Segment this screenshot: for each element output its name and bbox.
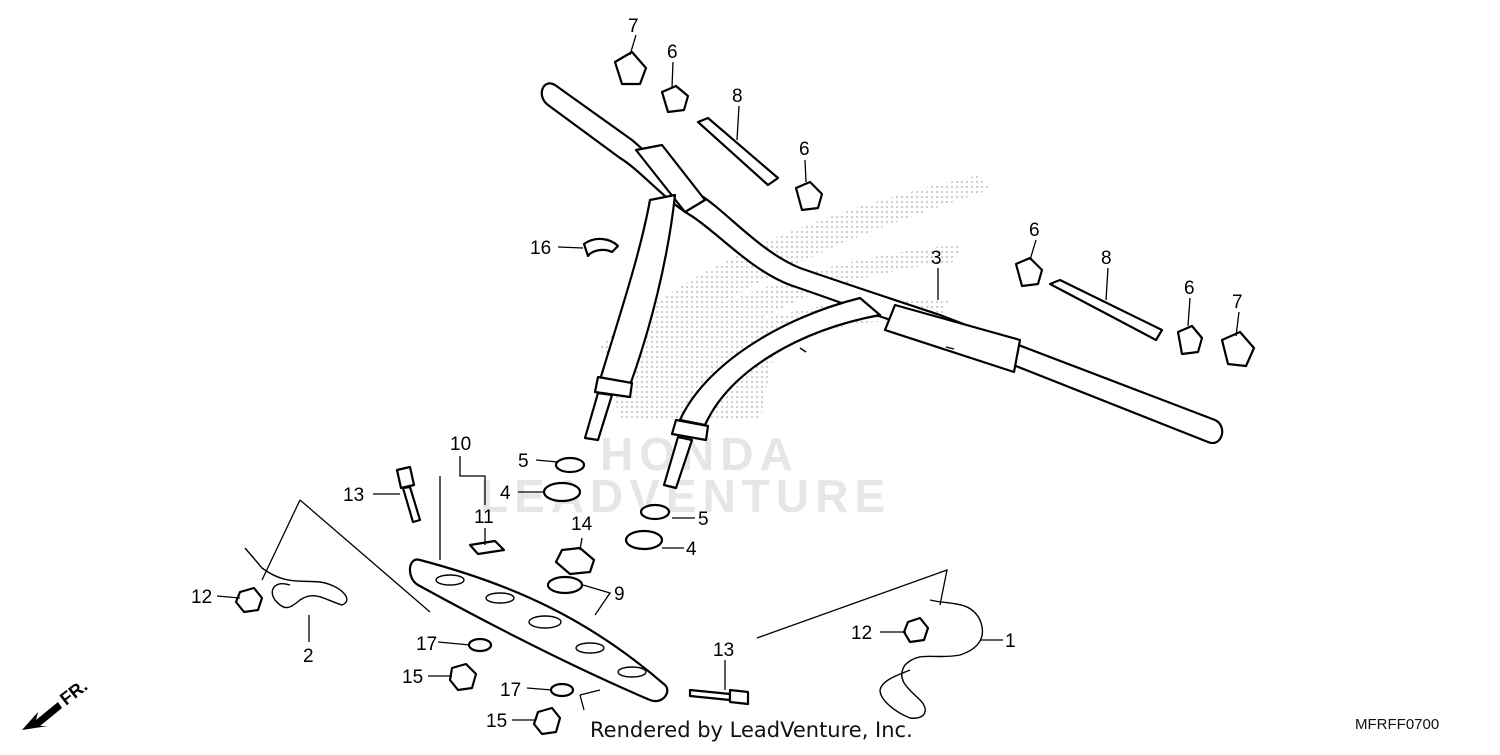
cap — [468, 539, 506, 556]
cable-clamp — [234, 547, 348, 614]
upper-holder — [408, 558, 669, 703]
callout-2: 2 — [303, 646, 314, 667]
callout-11: 11 — [474, 507, 494, 528]
callout-4: 4 — [500, 483, 511, 504]
callout-4: 4 — [686, 539, 697, 560]
callout-12: 12 — [851, 623, 872, 644]
callout-15: 15 — [486, 711, 507, 732]
bolts — [395, 465, 750, 706]
leader-lines — [216, 34, 1240, 721]
callout-15: 15 — [402, 667, 423, 688]
bracket — [879, 599, 984, 719]
callout-12: 12 — [191, 587, 212, 608]
callouts: 7 6 8 6 16 3 6 8 6 7 10 5 4 13 11 5 14 4… — [191, 16, 1243, 732]
callout-17: 17 — [500, 680, 521, 701]
callout-6: 6 — [799, 139, 810, 160]
callout-8: 8 — [732, 86, 743, 107]
callout-5: 5 — [698, 509, 709, 530]
callout-6: 6 — [667, 42, 678, 63]
lower-nuts — [448, 637, 575, 736]
handlebar — [540, 82, 1224, 490]
callout-10: 10 — [450, 434, 471, 455]
callout-6: 6 — [1029, 220, 1040, 241]
callout-16: 16 — [530, 238, 551, 259]
callout-14: 14 — [571, 514, 593, 535]
callout-17: 17 — [416, 634, 437, 655]
watermark-wing — [600, 175, 990, 420]
callout-9: 9 — [614, 584, 625, 605]
watermark-text: LEADVENTURE — [480, 470, 891, 522]
callout-6: 6 — [1184, 278, 1195, 299]
diagram-code: MFRFF0700 — [1355, 716, 1440, 733]
callout-3: 3 — [931, 248, 942, 269]
callout-13: 13 — [713, 640, 734, 661]
upper-fittings — [582, 50, 1256, 368]
callout-13: 13 — [343, 485, 364, 506]
callout-1: 1 — [1005, 631, 1016, 652]
callout-7: 7 — [628, 16, 639, 37]
washers — [542, 456, 671, 595]
callout-8: 8 — [1101, 248, 1112, 269]
front-arrow-icon: FR. — [22, 676, 91, 730]
callout-5: 5 — [518, 451, 529, 472]
callout-7: 7 — [1232, 292, 1243, 313]
render-credit: Rendered by LeadVenture, Inc. — [590, 718, 913, 742]
front-label: FR. — [56, 676, 91, 710]
